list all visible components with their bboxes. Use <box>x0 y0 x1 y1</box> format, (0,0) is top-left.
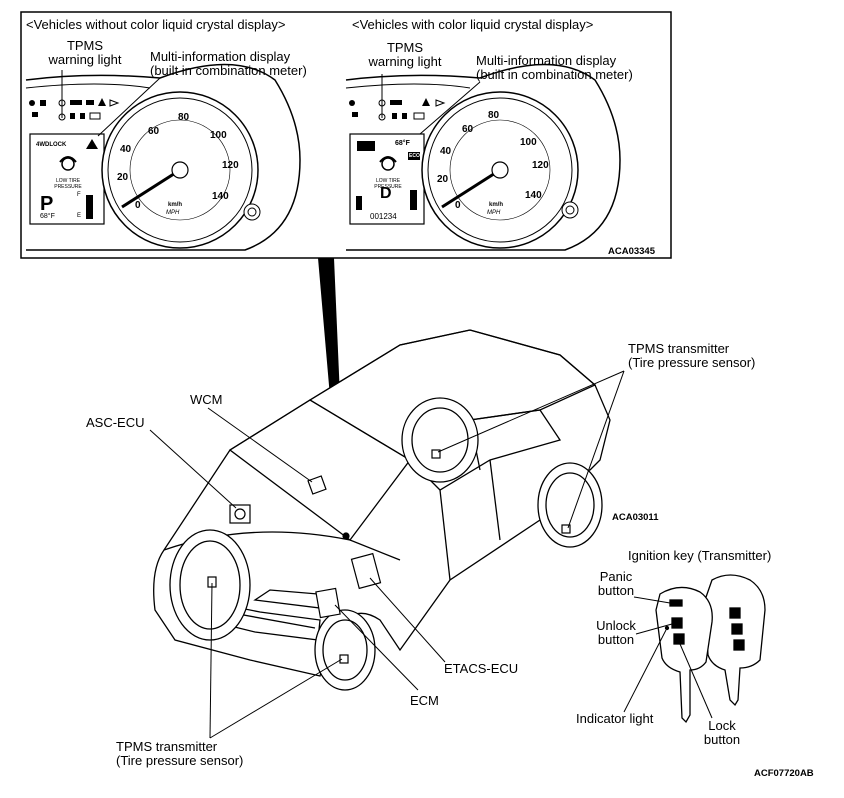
left-mid-label: Multi-information display (built in comb… <box>150 50 307 78</box>
right-gauge-0: 0 <box>455 200 461 211</box>
right-gauge-120: 120 <box>532 160 549 171</box>
vehicle-leader-lines <box>149 370 625 739</box>
left-mid-line2: (built in combination meter) <box>150 63 307 78</box>
right-gauge-80: 80 <box>488 110 500 121</box>
left-gauge-80: 80 <box>178 112 190 123</box>
left-combination-meter <box>25 63 301 251</box>
right-header: <Vehicles with color liquid crystal disp… <box>352 17 594 32</box>
right-gauge-kmh: km/h <box>489 202 504 208</box>
asc-ecu-label: ASC-ECU <box>86 415 145 430</box>
left-gauge-140: 140 <box>212 191 229 202</box>
right-gauge-20: 20 <box>437 174 449 185</box>
figure-code: ACF07720AB <box>754 768 814 779</box>
left-lcd-warning: LOW TIRE PRESSURE <box>54 178 82 190</box>
left-gauge-mph: MPH <box>166 210 180 216</box>
tpms-transmitter-rear-label: TPMS transmitter (Tire pressure sensor) <box>628 342 755 370</box>
right-mid-line2: (built in combination meter) <box>476 67 633 82</box>
unlock-line1: Unlock <box>596 618 636 633</box>
panel-code: ACA03345 <box>608 246 655 257</box>
left-lcd-temp: 68°F <box>40 213 55 220</box>
lock-line2: button <box>703 732 741 747</box>
left-tpms-label: TPMS warning light <box>45 39 125 67</box>
left-lcd-empty: E <box>77 213 82 219</box>
unlock-button-label: Unlock button <box>594 619 638 647</box>
left-lcd-gear: P <box>40 193 54 215</box>
left-gauge-120: 120 <box>222 160 239 171</box>
ecm-label: ECM <box>410 693 439 708</box>
tpms-rear-line2: (Tire pressure sensor) <box>628 355 756 370</box>
right-gauge-140: 140 <box>525 190 542 201</box>
panic-button-label: Panic button <box>594 570 638 598</box>
tpms-rear-line1: TPMS transmitter <box>628 341 730 356</box>
tpms-front-line1: TPMS transmitter <box>116 739 218 754</box>
vehicle-components <box>207 449 571 664</box>
left-gauge-20: 20 <box>117 172 129 183</box>
lock-line1: Lock <box>708 718 736 733</box>
wcm-label: WCM <box>190 392 223 407</box>
right-tpms-label: TPMS warning light <box>365 41 445 69</box>
left-gauge-40: 40 <box>120 144 132 155</box>
right-gauge-60: 60 <box>462 124 474 135</box>
car-code: ACA03011 <box>612 512 659 523</box>
indicator-light-label: Indicator light <box>576 711 654 726</box>
key-leader-lines <box>623 596 713 719</box>
ignition-keys <box>655 574 766 724</box>
right-gauge-40: 40 <box>440 146 452 157</box>
etacs-ecu-label: ETACS-ECU <box>444 661 519 676</box>
meter-leader-lines <box>61 70 481 137</box>
left-gauge-kmh: km/h <box>168 202 183 208</box>
left-tpms-line2: warning light <box>48 52 122 67</box>
right-lcd-eco: ECO <box>409 153 420 159</box>
lock-button-label: Lock button <box>697 719 747 747</box>
right-tpms-line1: TPMS <box>386 40 424 55</box>
right-lcd-warning: LOW TIRE PRESSURE <box>374 178 402 190</box>
left-gauge-0: 0 <box>135 200 141 211</box>
left-gauge-60: 60 <box>148 126 160 137</box>
tpms-transmitter-front-label: TPMS transmitter (Tire pressure sensor) <box>116 740 243 768</box>
right-gauge-mph: MPH <box>487 210 501 216</box>
tpms-front-line2: (Tire pressure sensor) <box>116 753 244 768</box>
right-gauge-100: 100 <box>520 137 537 148</box>
right-mid-line1: Multi-information display <box>476 53 617 68</box>
left-lcd-full: F <box>77 192 81 198</box>
right-lcd-gear: D <box>380 185 392 202</box>
left-mid-line1: Multi-information display <box>150 49 291 64</box>
right-lcd-odo: 001234 <box>370 212 397 221</box>
panic-line1: Panic <box>599 569 633 584</box>
left-tpms-line1: TPMS <box>66 38 104 53</box>
right-lcd-temp: 68°F <box>395 140 410 147</box>
left-header: <Vehicles without color liquid crystal d… <box>26 17 286 32</box>
right-combination-meter <box>345 63 621 251</box>
right-mid-label: Multi-information display (built in comb… <box>476 54 633 82</box>
right-tpms-line2: warning light <box>368 54 442 69</box>
left-lcd-mode: 4WDLOCK <box>36 142 67 148</box>
ignition-key-title: Ignition key (Transmitter) <box>628 548 772 563</box>
left-gauge-100: 100 <box>210 130 227 141</box>
panic-line2: button <box>597 583 635 598</box>
unlock-line2: button <box>597 632 635 647</box>
